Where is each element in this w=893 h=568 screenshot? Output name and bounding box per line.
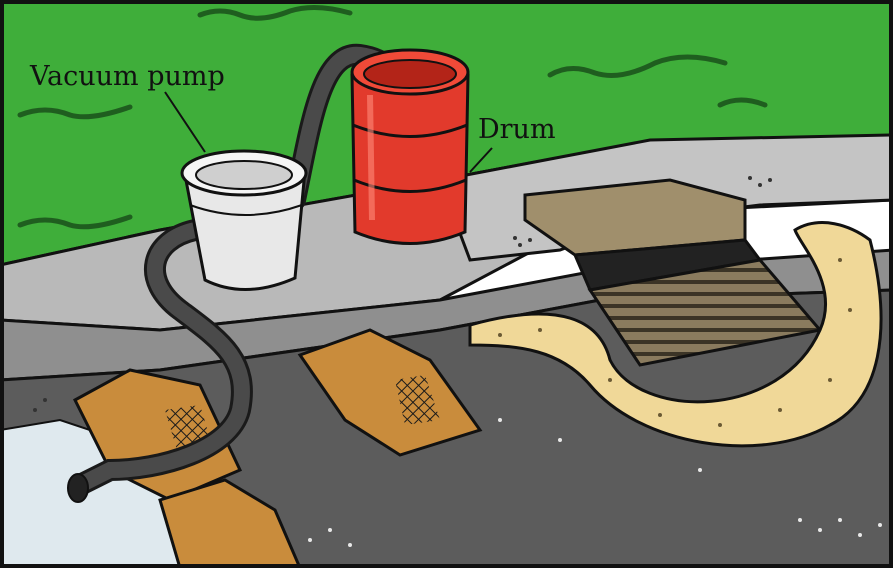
drum: [352, 50, 468, 244]
drum-label: Drum: [478, 114, 556, 145]
vacuum-pump-label: Vacuum pump: [29, 61, 225, 92]
hose-nozzle: [68, 474, 88, 502]
